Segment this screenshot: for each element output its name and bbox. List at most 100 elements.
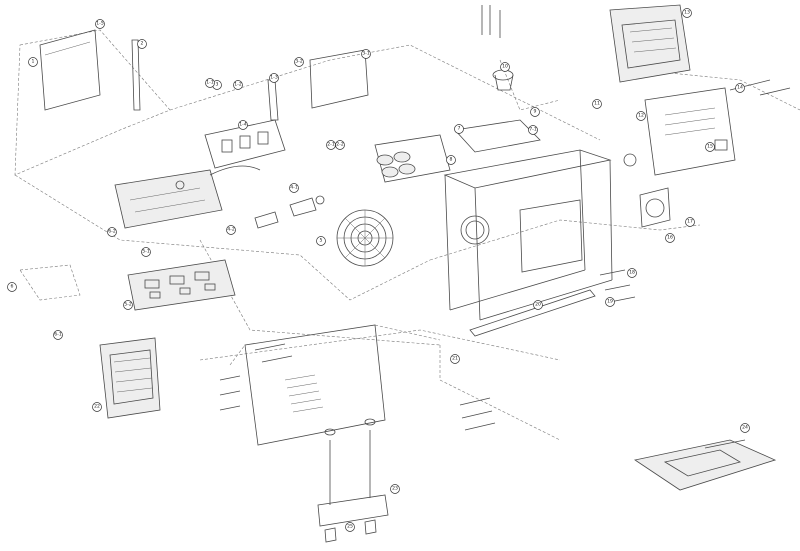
callout-circle: [500, 62, 510, 72]
callout-c37: 22: [92, 402, 102, 412]
callout-c23: 8: [446, 155, 456, 165]
callout-c19: 6-1: [53, 330, 63, 340]
callout-number: 24: [742, 425, 748, 431]
callout-number: 7-1: [529, 127, 537, 133]
callout-circle: [28, 57, 38, 67]
pcb-board-left: [114, 165, 261, 229]
front-bezel-lower-left: [99, 337, 161, 419]
callout-circle: [665, 233, 675, 243]
callout-number: 13: [684, 10, 690, 16]
callout-number: 6-1: [54, 332, 62, 338]
rear-fan-bracket: [639, 187, 671, 228]
callout-c35: 20: [533, 300, 543, 310]
callout-number: 21: [452, 356, 458, 362]
callout-number: 23: [392, 486, 398, 492]
fan-guard: [336, 209, 394, 267]
callout-c31: 16: [665, 233, 675, 243]
callout-circle: [233, 80, 243, 90]
callout-c40: 25: [345, 522, 355, 532]
callout-circle: [592, 99, 602, 109]
callout-circle: [627, 268, 637, 278]
base-plate: [633, 439, 777, 491]
callout-c03: 2: [137, 39, 147, 49]
callout-number: 3-2: [295, 59, 303, 65]
callout-number: 1-4: [239, 122, 247, 128]
callout-circle: [605, 297, 615, 307]
callout-c38: 23: [390, 484, 400, 494]
callout-number: 12: [638, 113, 644, 119]
callout-circle: [316, 236, 326, 246]
callout-number: 19: [607, 299, 613, 305]
callout-c36: 21: [450, 354, 460, 364]
main-chassis-frame: [443, 119, 613, 337]
callout-c22: 7-1: [528, 125, 538, 135]
callout-number: 10: [502, 64, 508, 70]
callout-circle: [123, 300, 133, 310]
callout-c29: 14: [735, 83, 745, 93]
callout-c05: 1-4: [238, 120, 248, 130]
front-bezel-top-right: [609, 4, 691, 83]
callout-circle: [636, 111, 646, 121]
callout-c20: 6-2: [107, 227, 117, 237]
callout-number: 11: [594, 101, 600, 107]
callout-c11: 3-1: [361, 49, 371, 59]
callout-circle: [685, 217, 695, 227]
callout-number: 1-5: [96, 21, 104, 27]
callout-circle: [92, 402, 102, 412]
callout-c01: 1-5: [95, 19, 105, 29]
callout-number: 2: [141, 41, 144, 47]
callout-circle: [530, 107, 540, 117]
callout-c33: 18: [627, 268, 637, 278]
fastener-groups: [219, 269, 636, 431]
callout-number: 7: [458, 126, 461, 132]
callout-number: 1: [32, 59, 35, 65]
callout-c26: 11: [592, 99, 602, 109]
connector-bracket: [204, 49, 369, 169]
callout-circle: [137, 39, 147, 49]
bottom-cover: [229, 324, 441, 446]
callout-number: 18: [629, 270, 635, 276]
callout-number: 1-2: [234, 82, 242, 88]
callout-c02: 1: [28, 57, 38, 67]
callout-circle: [735, 83, 745, 93]
callout-circle: [107, 227, 117, 237]
callout-circle: [289, 183, 299, 193]
callout-c34: 19: [605, 297, 615, 307]
callout-number: 2-2: [336, 142, 344, 148]
callout-number: 16: [667, 235, 673, 241]
callout-number: 6: [11, 284, 14, 290]
callout-c09: 2-1: [326, 140, 336, 150]
callout-number: 4-2: [227, 227, 235, 233]
callout-circle: [294, 57, 304, 67]
callout-number: 22: [94, 404, 100, 410]
callout-number: 14: [737, 85, 743, 91]
rear-panel: [623, 79, 791, 176]
callout-circle: [141, 247, 151, 257]
callout-c14: 4-2: [226, 225, 236, 235]
callout-circle: [446, 155, 456, 165]
callout-number: 8: [450, 157, 453, 163]
callout-c24: 9: [530, 107, 540, 117]
callout-c28: 13: [682, 8, 692, 18]
callout-circle: [53, 330, 63, 340]
side-panel-top-left: [39, 29, 141, 111]
callout-number: 1-1: [206, 80, 214, 86]
cable-connectors: [254, 195, 325, 229]
callout-circle: [95, 19, 105, 29]
callout-number: 4-1: [290, 185, 298, 191]
callout-number: 3-1: [362, 51, 370, 57]
carry-handle: [317, 418, 389, 543]
callout-c06: 1-1: [205, 78, 215, 88]
callout-circle: [345, 522, 355, 532]
callout-c30: 15: [705, 142, 715, 152]
top-fasteners: [481, 5, 514, 91]
callout-c13: 4-1: [289, 183, 299, 193]
callout-number: 5-2: [124, 302, 132, 308]
callout-circle: [269, 73, 279, 83]
callout-circle: [705, 142, 715, 152]
callout-c17: 5-2: [123, 300, 133, 310]
callout-number: 17: [687, 219, 693, 225]
callout-c39: 24: [740, 423, 750, 433]
